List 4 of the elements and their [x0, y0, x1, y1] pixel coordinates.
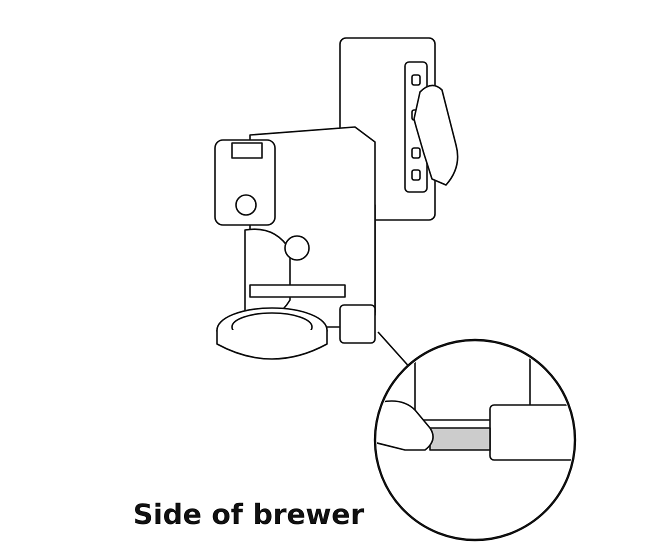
coffee-brewer-drawing — [214, 37, 458, 360]
detail-inset-drawing — [374, 338, 576, 542]
leader-line — [377, 331, 409, 366]
caption: Side of brewer — [133, 498, 364, 531]
